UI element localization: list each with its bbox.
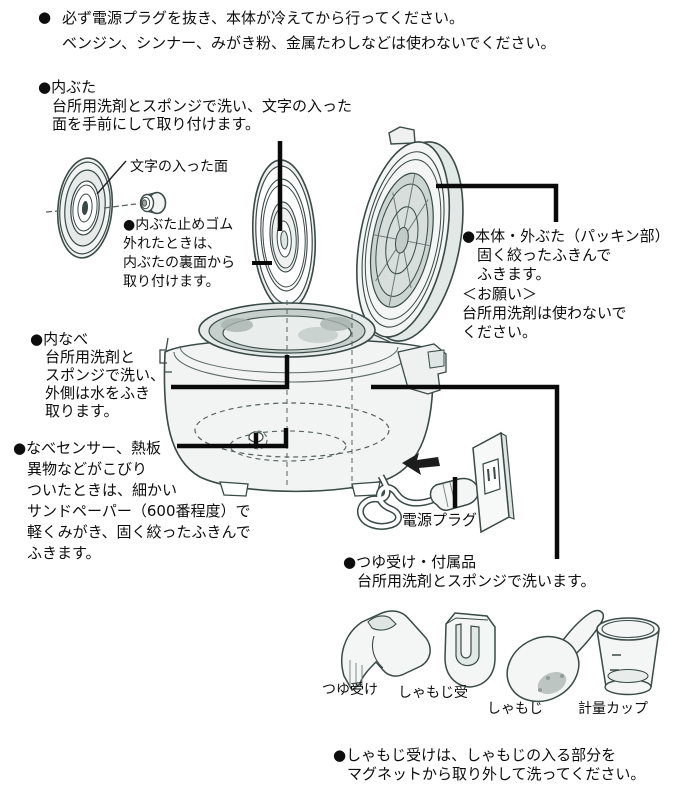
- sensor-note-line4: サンドペーパー（600番程度）で: [27, 502, 251, 520]
- label-measuring-cup: 計量カップ: [578, 701, 648, 717]
- section-inner-lid-line2: 面を手前にして取り付けます。: [52, 115, 261, 133]
- outer-lid-open: [356, 126, 464, 373]
- lid-latch-tab: [388, 126, 416, 145]
- inner-lid-stopper-rubber: [139, 191, 167, 215]
- label-paddle: しゃもじ: [487, 701, 543, 717]
- inner-pot-note-line4: 外側は水をふき: [45, 384, 151, 402]
- cooker-body: [159, 300, 447, 497]
- axis-dash-line: [45, 203, 137, 213]
- bottom-note-line2: マグネットから取り外して洗ってください。: [347, 765, 646, 783]
- measuring-cup: [596, 617, 660, 696]
- rubber-note-line4: 取り付けます。: [123, 274, 220, 290]
- label-paddle-holder: しゃもじ受: [398, 685, 468, 701]
- lettered-side-pointer-line: [96, 160, 127, 195]
- rubber-note-line1: ●内ぶた止めゴム: [123, 217, 234, 233]
- body-lid-note-line1: ●本体・外ぶた（パッキン部）: [462, 227, 670, 245]
- inner-pot-note-line3: スポンジで洗い、: [45, 366, 166, 384]
- callout-sensor: [177, 428, 289, 449]
- inner-pot-note-line2: 台所用洗剤と: [45, 348, 136, 366]
- wall-outlet: [472, 431, 515, 534]
- outlet-socket: [482, 458, 501, 495]
- body-lid-note-line2: 固く絞ったふきんで: [477, 246, 612, 264]
- note-no-solvents: ベンジン、シンナー、みがき粉、金属たわしなどは使わないでください。: [62, 34, 556, 52]
- sensor-note-line6: ふきます。: [27, 544, 101, 562]
- drip-catcher: [341, 610, 431, 692]
- inner-pot-note-line1: ●内なべ: [30, 330, 89, 348]
- drip-note-line2: 台所用洗剤とスポンジで洗います。: [357, 572, 596, 590]
- sensor-note-line2: 異物などがこびり: [27, 460, 148, 478]
- callout-drip-accessories: [371, 384, 560, 559]
- body-lid-note-line3: ふきます。: [477, 265, 551, 283]
- paddle-holder: [444, 612, 496, 688]
- cooker-foot-right: [351, 481, 381, 497]
- sensor-note-line1: ●なべセンサー、熱板: [13, 439, 161, 457]
- section-inner-lid-line1: 台所用洗剤とスポンジで洗い、文字の入った: [52, 97, 353, 115]
- cooker-foot-left: [219, 481, 249, 497]
- callout-outer-lid: [436, 183, 559, 222]
- section-inner-lid-title: ●内ぶた: [38, 78, 97, 96]
- unplug-arrow: [402, 453, 440, 475]
- rubber-note-line2: 外れたときは、: [123, 236, 221, 252]
- body-lid-note-line4: ＜お願い＞: [462, 285, 538, 303]
- sensor-note-line5: 軽くみがき、固く絞ったふきんで: [27, 523, 251, 541]
- body-lid-note-line5: 台所用洗剤は使わないで: [462, 304, 627, 322]
- body-lid-note-line6: ください。: [462, 323, 538, 341]
- label-lettered-side: 文字の入った面: [130, 159, 228, 175]
- inner-lid-disc: [56, 157, 114, 259]
- label-power-plug: 電源プラグ: [402, 511, 478, 529]
- bottom-note-line1: ●しゃもじ受けは、しゃもじの入る部分を: [333, 746, 617, 764]
- sensor-note-line3: ついたときは、細かい: [27, 481, 178, 499]
- rubber-note-line3: 内ぶたの裏面から: [123, 255, 235, 271]
- inner-lid-middle-disc: [251, 159, 317, 311]
- callout-inner-pot: [171, 355, 290, 390]
- bullet-icon: ●: [38, 8, 52, 26]
- rice-paddle: [506, 609, 604, 703]
- inner-pot-note-line5: 取ります。: [45, 402, 119, 420]
- label-drip-catcher: つゆ受け: [322, 682, 378, 698]
- note-unplug-first: 必ず電源プラグを抜き、本体が冷えてから行ってください。: [62, 9, 465, 27]
- power-cord: [356, 474, 437, 530]
- drip-note-line1: ●つゆ受け・付属品: [343, 553, 477, 571]
